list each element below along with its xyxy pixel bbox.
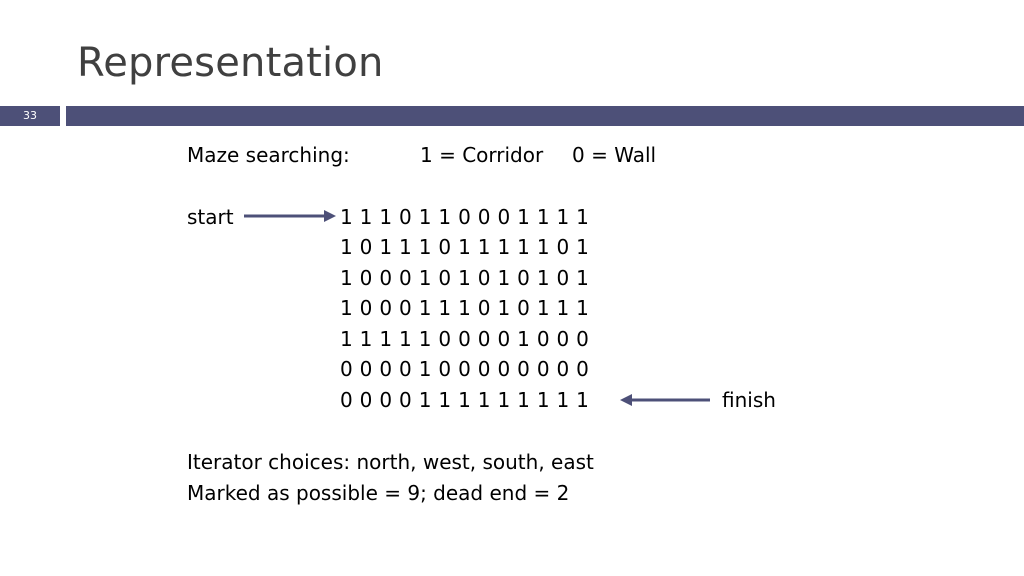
start-label: start xyxy=(187,205,234,229)
legend-corridor: 1 = Corridor xyxy=(420,143,544,167)
maze-row: 1 0 0 0 1 0 1 0 1 0 1 0 1 xyxy=(340,266,590,290)
start-arrow-icon xyxy=(244,210,336,222)
marked-possible-text: Marked as possible = 9; dead end = 2 xyxy=(187,481,570,505)
maze-row: 1 1 1 0 1 1 0 0 0 1 1 1 1 xyxy=(340,205,590,229)
maze-row: 1 0 0 0 1 1 1 0 1 0 1 1 1 xyxy=(340,296,590,320)
maze-row: 1 0 1 1 1 0 1 1 1 1 1 0 1 xyxy=(340,235,590,259)
legend-wall: 0 = Wall xyxy=(572,143,657,167)
maze-row: 0 0 0 0 1 0 0 0 0 0 0 0 0 xyxy=(340,357,590,381)
finish-label: finish xyxy=(722,388,776,412)
slide-number: 33 xyxy=(0,106,60,126)
slide-title: Representation xyxy=(77,40,384,86)
finish-arrow-icon xyxy=(620,394,710,406)
header-accent-bar xyxy=(66,106,1024,126)
maze-row: 0 0 0 0 1 1 1 1 1 1 1 1 1 xyxy=(340,388,590,412)
iterator-choices-text: Iterator choices: north, west, south, ea… xyxy=(187,450,594,474)
maze-row: 1 1 1 1 1 0 0 0 0 1 0 0 0 xyxy=(340,327,590,351)
maze-searching-label: Maze searching: xyxy=(187,143,350,167)
